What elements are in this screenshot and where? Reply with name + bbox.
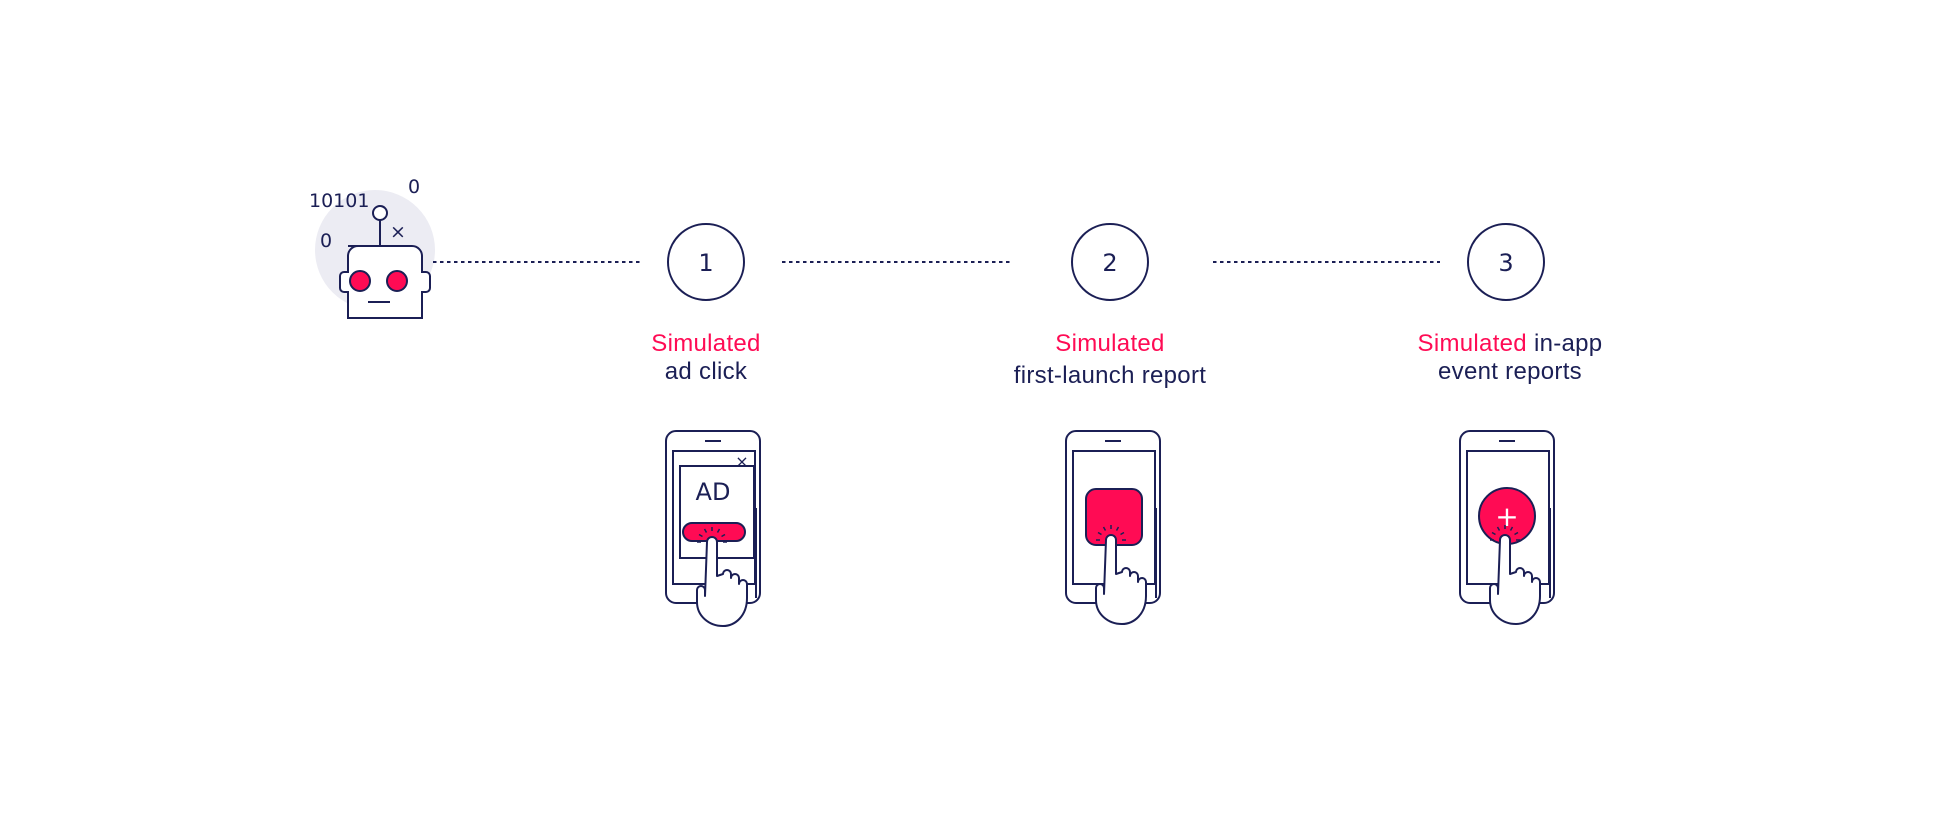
step2-number: 2 (1102, 249, 1117, 277)
step2-label-accent: Simulated (1055, 330, 1165, 357)
step1-label-accent: Simulated (651, 330, 761, 357)
step2-label: Simulated first-launch report (960, 330, 1260, 390)
step1-label: Simulated ad click (606, 330, 806, 386)
ad-close-icon: × (735, 452, 748, 471)
tap-hand-icon (696, 536, 748, 627)
robot-binary-top: 10101 (309, 190, 369, 212)
step1-circle (667, 223, 745, 301)
step1-number: 1 (698, 249, 713, 277)
plus-icon: + (1495, 500, 1518, 533)
robot-icon: 10101 0 0 × (309, 176, 435, 319)
robot-binary-right: 0 (408, 176, 420, 198)
robot-x-mark: × (390, 221, 406, 243)
step3-label-inline: in-app (1533, 330, 1603, 357)
ad-text: AD (696, 478, 731, 506)
tap-sparkle-icon (1490, 525, 1520, 541)
step2-label-rest: first-launch report (1013, 362, 1207, 389)
phone-first-launch-icon (1065, 430, 1161, 604)
step3-number: 3 (1498, 249, 1513, 277)
robot-binary-left: 0 (320, 230, 332, 252)
step-circles: 1 2 3 (667, 223, 1545, 301)
step1-label-rest: ad click (664, 358, 748, 385)
tap-hand-icon (1489, 534, 1541, 625)
step3-label: Simulated in-app event reports (1380, 330, 1640, 386)
step3-circle (1467, 223, 1545, 301)
step3-label-accent: Simulated (1417, 330, 1527, 357)
tap-sparkle-icon (697, 527, 727, 543)
tap-hand-icon (1095, 534, 1147, 625)
step3-label-rest: event reports (1438, 358, 1582, 385)
phone-in-app-event-icon (1459, 430, 1555, 604)
step2-circle (1071, 223, 1149, 301)
tap-sparkle-icon (1096, 525, 1126, 541)
